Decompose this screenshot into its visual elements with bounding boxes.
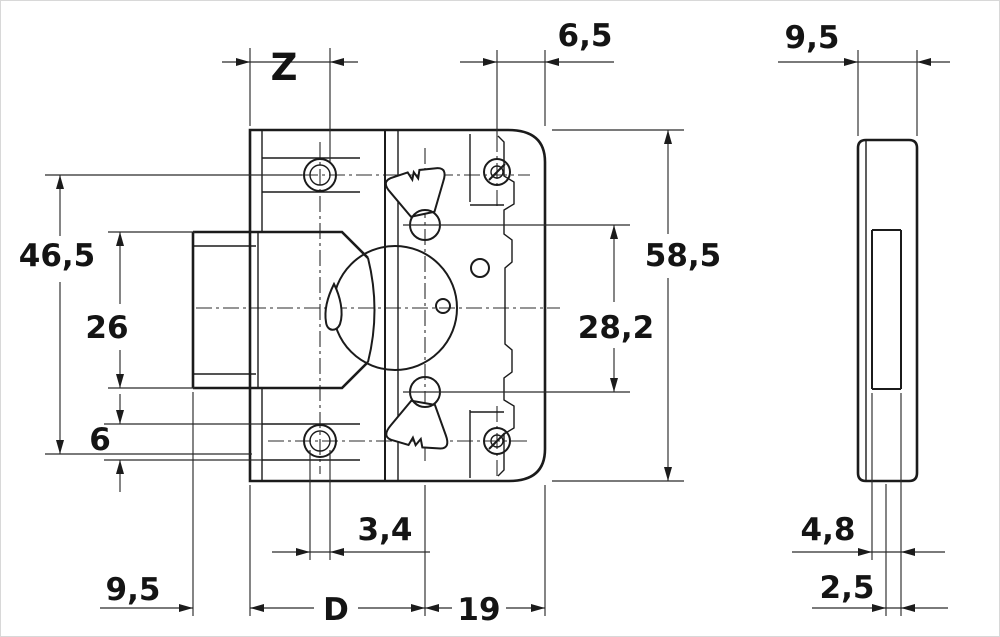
dim-19: 19 bbox=[425, 485, 546, 628]
lock-lever-top bbox=[384, 167, 446, 241]
dim-9-5-top-label: 9,5 bbox=[785, 20, 840, 56]
dim-6: 6 bbox=[89, 394, 262, 492]
screw-hole-top-left bbox=[303, 158, 337, 192]
dim-9-5-bottom: 9,5 bbox=[100, 392, 194, 616]
case-step-profile bbox=[497, 135, 515, 477]
screw-hole-bottom-left bbox=[303, 424, 337, 458]
front-view bbox=[191, 128, 547, 483]
dim-19-label: 19 bbox=[457, 592, 500, 628]
dim-3-4-label: 3,4 bbox=[358, 512, 413, 548]
dim-2-5-label: 2,5 bbox=[820, 570, 875, 606]
dim-58-5-label: 58,5 bbox=[645, 238, 722, 274]
lock-case-outline bbox=[248, 128, 547, 483]
dim-6-5-label: 6,5 bbox=[558, 18, 613, 54]
screw-hole-top-right bbox=[483, 158, 511, 186]
dim-26: 26 bbox=[85, 231, 195, 389]
dim-28-2: 28,2 bbox=[446, 224, 655, 393]
spring-detent bbox=[324, 281, 343, 331]
dim-4-8-label: 4,8 bbox=[801, 512, 856, 548]
dim-26-label: 26 bbox=[85, 310, 128, 346]
lock-lever-bottom bbox=[385, 376, 449, 450]
dim-9-5-top: 9,5 bbox=[778, 20, 950, 136]
dim-46-5: 46,5 bbox=[19, 174, 302, 455]
dim-2-5: 2,5 bbox=[812, 484, 948, 616]
dim-4-8: 4,8 bbox=[792, 393, 945, 560]
dim-58-5: 58,5 bbox=[552, 129, 722, 482]
dim-3-4: 3,4 bbox=[272, 450, 430, 560]
lock-bolt bbox=[191, 230, 376, 390]
dim-28-2-label: 28,2 bbox=[578, 310, 655, 346]
side-view bbox=[856, 138, 919, 483]
dim-z-label: Z bbox=[271, 46, 298, 89]
center-hole bbox=[435, 298, 451, 314]
dim-z: Z bbox=[222, 46, 358, 162]
dim-d-label: D bbox=[323, 592, 349, 628]
dim-d: D bbox=[249, 485, 426, 628]
pin-hole bbox=[470, 258, 490, 278]
screw-hole-bottom-right bbox=[483, 427, 511, 455]
side-view-outline bbox=[856, 138, 919, 483]
side-view-bolt bbox=[871, 229, 902, 390]
dim-6-5: 6,5 bbox=[460, 18, 614, 136]
dim-9-5-bottom-label: 9,5 bbox=[106, 572, 161, 608]
dim-6-label: 6 bbox=[89, 422, 111, 458]
dim-46-5-label: 46,5 bbox=[19, 238, 96, 274]
